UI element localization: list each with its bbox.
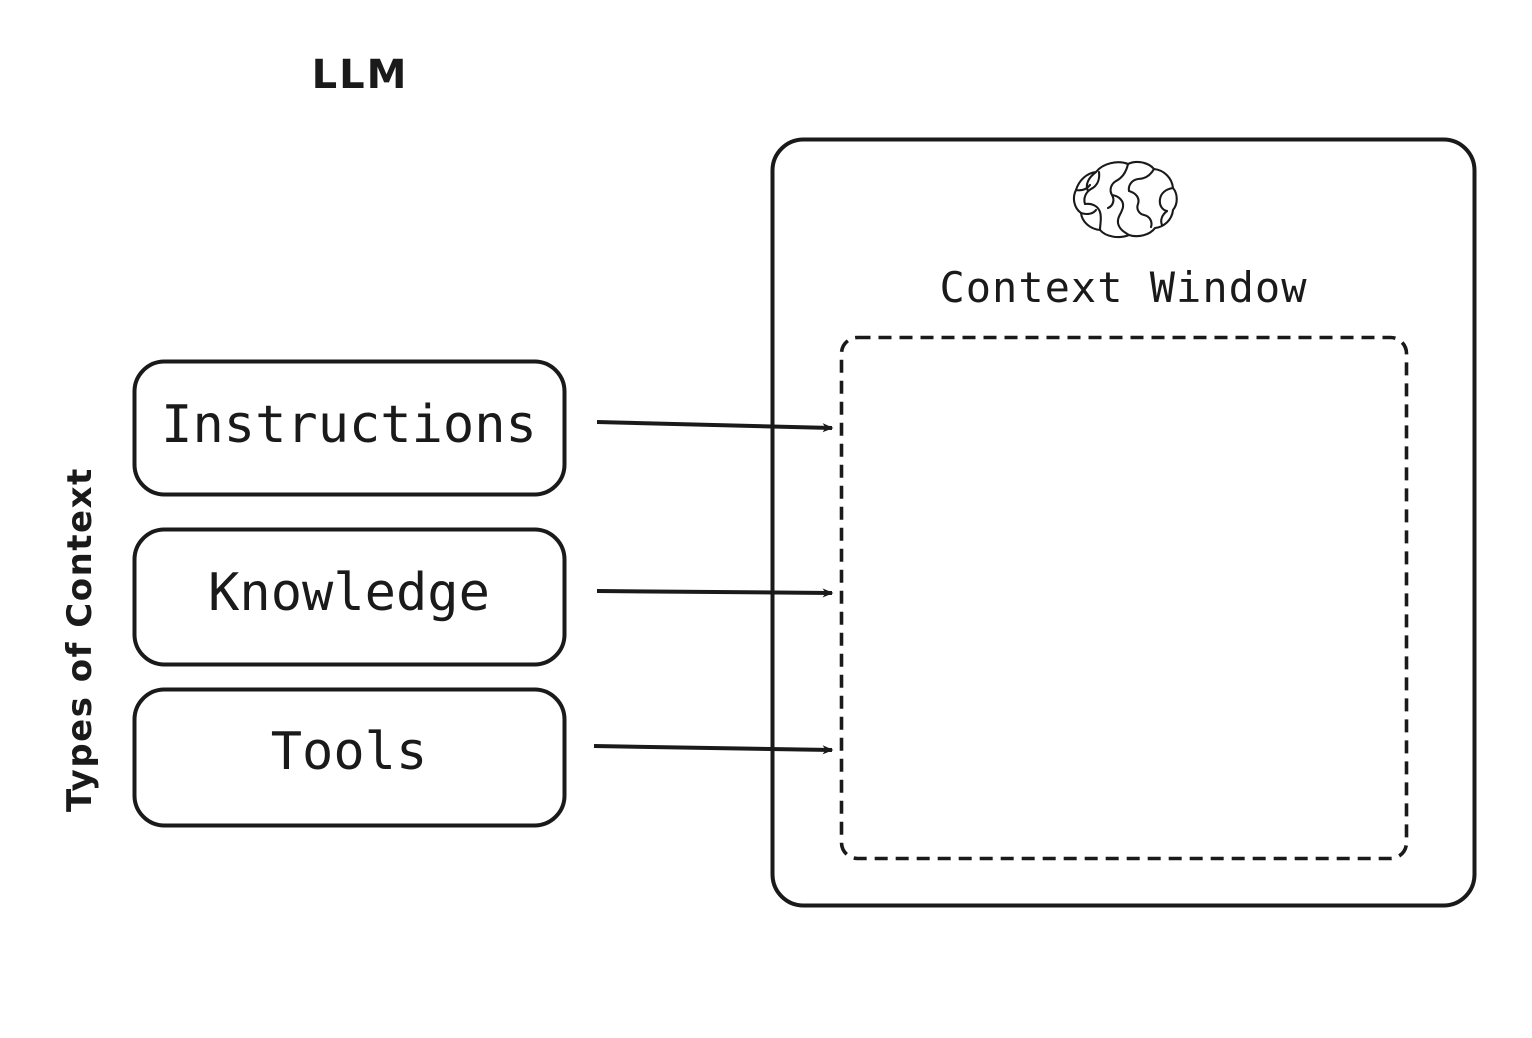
arrow-knowledge-to-context-window xyxy=(596,588,834,598)
types-of-context-axis-label: Types of Context xyxy=(60,467,100,812)
context-window-label: Context Window xyxy=(939,263,1308,312)
arrow-instructions-to-context-window xyxy=(596,420,834,433)
context-box-tools[interactable] xyxy=(132,687,567,828)
context-box-knowledge[interactable] xyxy=(132,527,567,667)
context-window-box xyxy=(839,335,1409,861)
brain-icon xyxy=(1066,158,1182,242)
brain-icon-glyph xyxy=(1072,160,1178,239)
context-box-instructions[interactable] xyxy=(132,359,567,497)
context-box-label-tools: Tools xyxy=(270,722,428,782)
context-box-label-knowledge: Knowledge xyxy=(208,563,490,623)
llm-title: LLM xyxy=(311,52,409,98)
context-box-label-instructions: Instructions xyxy=(161,395,537,455)
arrow-tools-to-context-window xyxy=(593,744,834,755)
llm-container-box xyxy=(770,137,1477,908)
